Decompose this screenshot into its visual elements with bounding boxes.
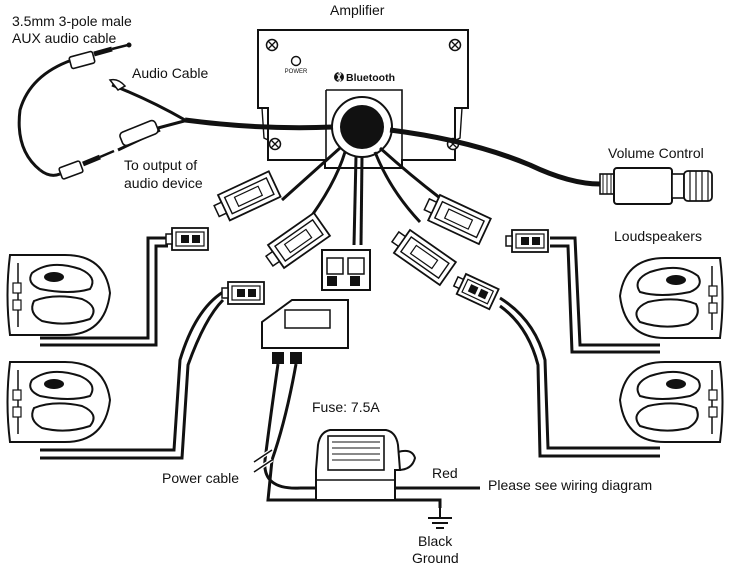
volume-control — [389, 127, 713, 205]
screw-icon — [448, 38, 462, 52]
power-led-label: POWER — [285, 69, 308, 75]
ground-label: Ground — [412, 550, 459, 566]
speaker-connector — [209, 170, 282, 225]
aux-audio-cable — [17, 42, 334, 180]
audio-cable-label: Audio Cable — [132, 65, 208, 81]
ground-symbol-icon — [428, 508, 452, 529]
bluetooth-logo-text: Bluetooth — [346, 72, 395, 84]
amplifier-unit: POWER Bluetooth — [257, 29, 469, 169]
aux-label-line1: 3.5mm 3-pole male — [12, 13, 132, 29]
speaker-connector — [505, 229, 549, 253]
speaker-connector — [221, 281, 265, 305]
bluetooth-icon — [334, 70, 344, 84]
left-speaker-wires — [40, 146, 364, 460]
speaker-connector — [260, 211, 331, 274]
black-wire-label: Black — [418, 533, 453, 549]
screw-icon — [268, 137, 282, 151]
right-speaker-wires — [373, 146, 660, 458]
loudspeaker-icon — [619, 361, 724, 443]
loudspeaker-icon — [6, 254, 111, 336]
screw-icon — [265, 38, 279, 52]
fuse-label: Fuse: 7.5A — [312, 399, 380, 415]
speaker-connector — [386, 224, 457, 286]
red-wire-label: Red — [432, 465, 458, 481]
aux-jack-plug-icon — [58, 149, 115, 180]
wiring-note-label: Please see wiring diagram — [488, 477, 652, 493]
aux-label-line2: AUX audio cable — [12, 30, 117, 46]
output-label-line2: audio device — [124, 175, 203, 191]
power-connector — [261, 249, 371, 364]
volume-knob-icon — [683, 170, 713, 202]
speaker-connector — [450, 270, 500, 311]
power-cable-label: Power cable — [162, 470, 239, 486]
power-led-icon — [290, 55, 302, 67]
volume-control-label: Volume Control — [608, 145, 704, 161]
loudspeaker-icon — [619, 257, 724, 339]
aux-jack-plug-icon — [68, 42, 132, 70]
fuse-holder-icon — [315, 429, 417, 501]
loudspeaker-icon — [6, 361, 111, 443]
speaker-connector — [420, 190, 492, 245]
speaker-connector — [165, 227, 209, 251]
output-label-line1: To output of — [124, 157, 197, 173]
amplifier-label: Amplifier — [330, 2, 385, 18]
loudspeakers-label: Loudspeakers — [614, 228, 702, 244]
